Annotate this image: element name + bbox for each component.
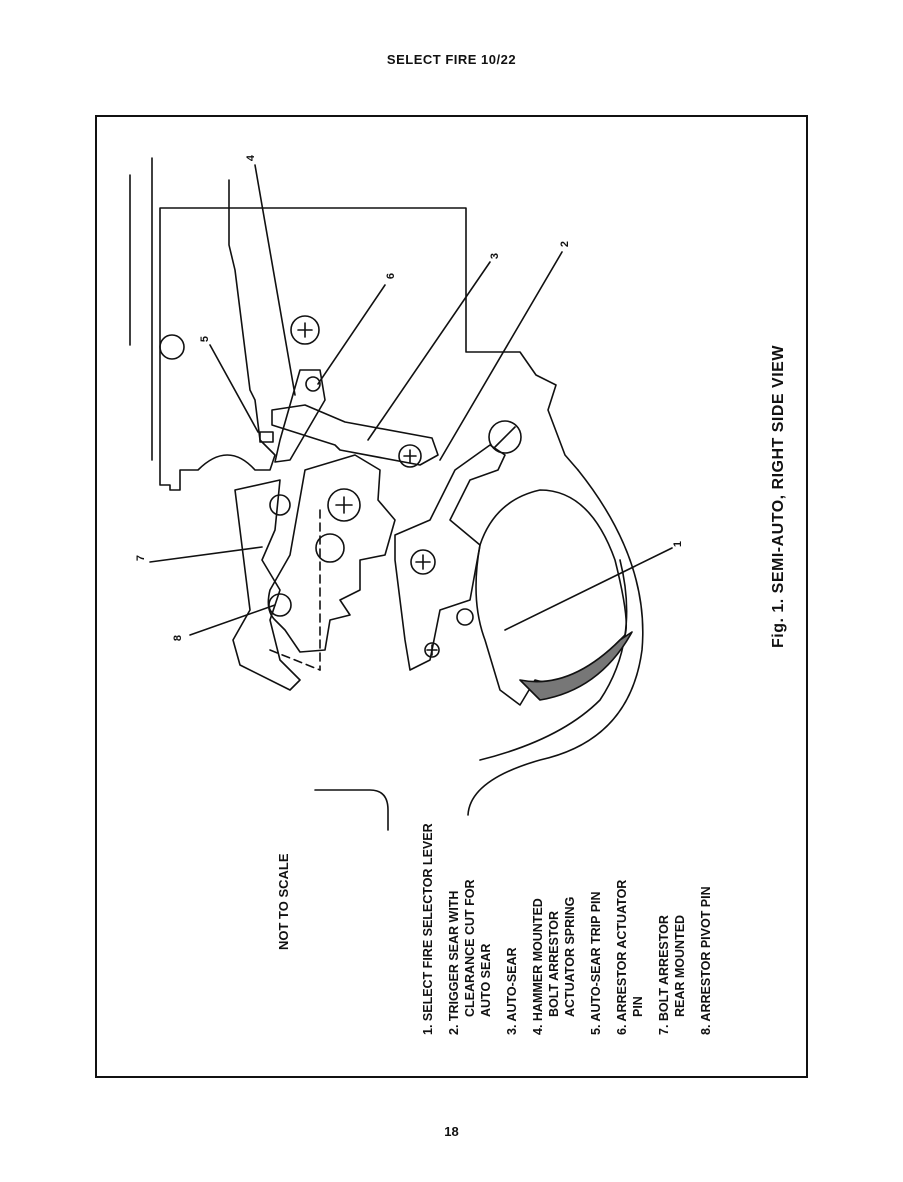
leader-4: [254, 164, 296, 396]
bolt-arrestor: [232, 479, 301, 691]
legend-item-4: 4. HAMMER MOUNTED BOLT ARRESTOR ACTUATOR…: [531, 896, 577, 1035]
figure-frame: [95, 115, 808, 1078]
leader-1: [504, 547, 673, 631]
leader-8: [189, 604, 276, 636]
leader-5: [209, 344, 259, 433]
pin: [315, 533, 345, 563]
callout-7: 7: [135, 554, 148, 562]
callout-6: 6: [385, 272, 398, 280]
pin: [398, 444, 422, 468]
legend-item-3: 3. AUTO-SEAR: [505, 947, 519, 1035]
leader-3: [367, 261, 491, 441]
receiver-body: [159, 207, 579, 491]
callout-2: 2: [559, 240, 572, 248]
dashed-guide: [269, 649, 321, 671]
callout-5: 5: [199, 335, 212, 343]
pin: [456, 608, 474, 626]
sear-plate: [394, 444, 506, 671]
pin: [268, 593, 292, 617]
pin-cross: [403, 449, 417, 463]
pin: [488, 420, 522, 454]
pin: [269, 494, 291, 516]
page-number: 18: [444, 1124, 459, 1139]
leader-6: [317, 284, 386, 385]
legend: 1. SELECT FIRE SELECTOR LEVER 2. TRIGGER…: [420, 823, 714, 1035]
pin: [290, 315, 320, 345]
callout-3: 3: [489, 252, 502, 260]
auto-sear: [271, 404, 439, 466]
callout-4: 4: [245, 154, 258, 162]
legend-item-5: 5. AUTO-SEAR TRIP PIN: [589, 891, 603, 1035]
pin-cross: [415, 554, 431, 570]
trigger-face: [519, 631, 633, 701]
pin: [424, 642, 440, 658]
hammer-body: [267, 454, 396, 653]
leader-7: [149, 546, 263, 563]
not-to-scale-note: NOT TO SCALE: [276, 853, 291, 950]
legend-item-6: 6. ARRESTOR ACTUATOR PIN: [615, 879, 645, 1035]
pin-cross: [335, 496, 353, 514]
pin-slot: [494, 426, 516, 448]
pin-cross: [297, 322, 313, 338]
legend-item-1: 1. SELECT FIRE SELECTOR LEVER: [421, 823, 435, 1035]
callout-8: 8: [172, 634, 185, 642]
legend-item-8: 8. ARRESTOR PIVOT PIN: [699, 886, 713, 1035]
leader-2: [439, 251, 563, 461]
figure-caption: Fig. 1. SEMI-AUTO, RIGHT SIDE VIEW: [770, 345, 787, 648]
pin-cross: [426, 644, 438, 656]
trip-pin: [259, 431, 274, 443]
trigger-guard-inner: [479, 559, 628, 761]
spring-pin: [305, 376, 321, 392]
trigger-outline: [475, 489, 628, 706]
page-header: SELECT FIRE 10/22: [386, 52, 517, 67]
receiver-pin: [159, 334, 185, 360]
pin: [410, 549, 436, 575]
legend-item-2: 2. TRIGGER SEAR WITH CLEARANCE CUT FOR A…: [447, 879, 493, 1036]
trigger-guard: [467, 469, 644, 816]
legend-item-7: 7. BOLT ARRESTOR REAR MOUNTED: [657, 914, 687, 1035]
guard-return: [314, 789, 389, 831]
spring: [274, 369, 326, 463]
callout-1: 1: [672, 540, 685, 548]
pin: [327, 488, 361, 522]
